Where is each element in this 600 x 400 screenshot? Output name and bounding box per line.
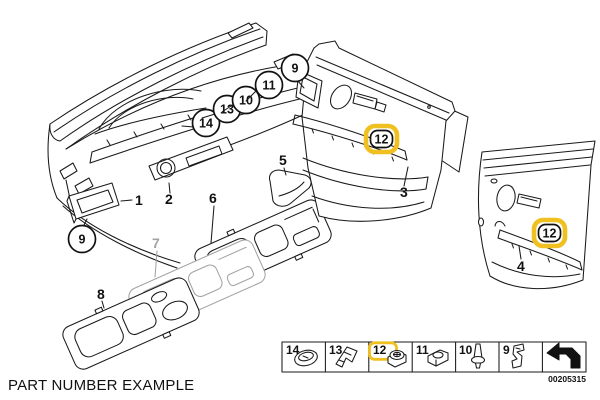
- part-label-4[interactable]: 4: [517, 258, 525, 274]
- console-trim-8: [62, 277, 200, 370]
- leader-part-4: [518, 245, 522, 260]
- legend-cell-arrow[interactable]: [546, 342, 581, 369]
- svg-text:12: 12: [375, 133, 389, 147]
- legend-table: 14 13 12 11: [281, 341, 587, 373]
- expanding-rivet-icon: [470, 343, 486, 369]
- leader-part-1: [120, 199, 133, 202]
- svg-text:12: 12: [373, 343, 387, 357]
- svg-text:13: 13: [220, 103, 234, 117]
- oval-grommet-icon: [294, 349, 318, 367]
- trim-part-5: [269, 167, 312, 207]
- retaining-clip-icon: [511, 343, 525, 369]
- clip-nut-icon: [427, 349, 449, 367]
- leader-part-3: [403, 166, 409, 187]
- svg-text:10: 10: [459, 343, 473, 357]
- leader-part-7: [154, 250, 158, 278]
- expanding-nut-icon: [387, 349, 407, 368]
- svg-text:13: 13: [329, 343, 343, 357]
- legend-cell-11[interactable]: 11: [416, 343, 449, 367]
- part-label-6[interactable]: 6: [209, 190, 217, 206]
- mounting-hole-ring: [156, 158, 176, 178]
- svg-text:9: 9: [503, 343, 510, 357]
- legend-cell-13[interactable]: 13: [329, 343, 358, 368]
- spring-clip-icon: [335, 346, 358, 368]
- door-pull-recess: [496, 184, 516, 212]
- svg-text:9: 9: [292, 62, 299, 76]
- door-pull-recess: [329, 84, 353, 110]
- drawing-number: 00205315: [548, 374, 586, 384]
- svg-text:9: 9: [79, 233, 86, 247]
- legend-cell-12[interactable]: 12: [368, 341, 407, 368]
- rear-door-panel-4: [477, 140, 596, 290]
- part-label-3[interactable]: 3: [400, 184, 408, 200]
- part-label-7[interactable]: 7: [152, 235, 160, 251]
- callout-14-dashboard[interactable]: 14: [181, 108, 221, 138]
- callout-9-door-top[interactable]: 9: [280, 53, 310, 89]
- svg-text:14: 14: [199, 117, 213, 131]
- callout-9-dashboard-left[interactable]: 9: [67, 218, 97, 254]
- legend-cell-14[interactable]: 14: [286, 343, 319, 368]
- callout-12-front-door[interactable]: 12: [363, 123, 400, 155]
- part-label-2[interactable]: 2: [165, 191, 173, 207]
- trim-part-1: [66, 182, 133, 224]
- callout-12-rear-door[interactable]: 12: [531, 217, 568, 249]
- cowl-vent: [227, 22, 254, 39]
- svg-text:12: 12: [543, 227, 557, 241]
- svg-text:11: 11: [416, 343, 429, 357]
- leader-part-2: [168, 182, 171, 194]
- callout-11-dashboard[interactable]: 11: [245, 70, 284, 102]
- legend-cell-10[interactable]: 10: [459, 343, 486, 369]
- leader-part-8: [101, 300, 105, 309]
- part-label-5[interactable]: 5: [279, 152, 287, 168]
- leader-part-5: [283, 167, 287, 176]
- leader-part-6: [210, 205, 215, 244]
- part-label-8[interactable]: 8: [97, 286, 105, 302]
- part-label-1[interactable]: 1: [135, 192, 143, 208]
- legend-cell-9[interactable]: 9: [503, 343, 525, 369]
- continuation-arrow-icon: [546, 342, 581, 369]
- trim-strip-part-2: [148, 136, 234, 194]
- svg-text:14: 14: [286, 343, 300, 357]
- svg-text:11: 11: [262, 79, 275, 93]
- caption-part-number-example: PART NUMBER EXAMPLE: [8, 377, 195, 394]
